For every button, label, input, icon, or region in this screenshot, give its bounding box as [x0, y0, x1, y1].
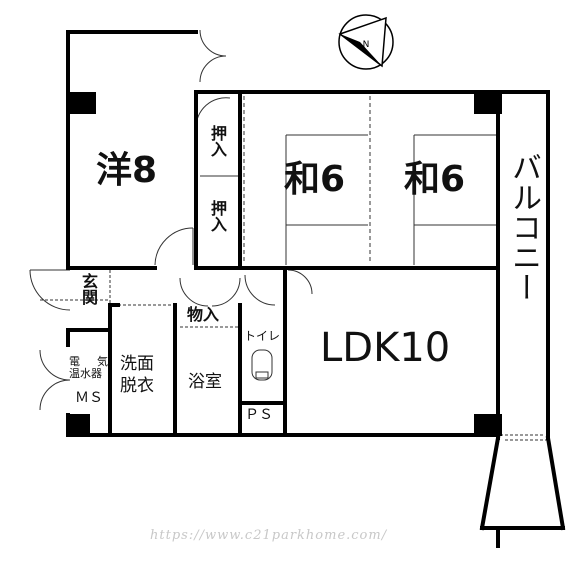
north-arrow-icon: N	[338, 14, 394, 70]
column	[68, 92, 96, 114]
door-swing	[195, 97, 231, 129]
door-swing	[154, 227, 194, 266]
closet-upper-label: 押入	[208, 125, 227, 157]
washroom-label-1: 洗面	[120, 354, 154, 374]
columns	[68, 92, 502, 436]
bathroom-label: 浴室	[188, 372, 222, 392]
toilet-tank	[255, 371, 269, 379]
toilet-fixture	[251, 349, 273, 381]
wall-west-room	[66, 30, 198, 270]
column	[474, 92, 502, 114]
japanese-room-2-label: 和6	[404, 159, 466, 200]
closet-lower-label: 押入	[208, 200, 227, 232]
door-swing	[39, 379, 71, 411]
washroom-label-2: 脱衣	[120, 376, 154, 396]
western-room-label: 洋8	[96, 150, 158, 191]
water-heater-label-2: 温水器	[69, 367, 102, 380]
entrance-label: 玄関	[79, 273, 98, 305]
door-swing	[244, 274, 276, 306]
wall-balcony-edge	[479, 435, 501, 531]
water-heater-label-1: 電	[69, 355, 80, 368]
door-swing	[211, 277, 241, 307]
door-swing	[199, 55, 227, 83]
door-swing	[199, 29, 227, 57]
door-swing	[287, 269, 313, 295]
wall-north	[194, 90, 550, 270]
door-swing	[39, 349, 71, 381]
toilet-label: トイレ	[244, 329, 281, 343]
door-swing	[179, 277, 209, 307]
water-heater-label-3: 気	[97, 355, 108, 368]
watermark-text: https://www.c21parkhome.com/	[150, 528, 388, 543]
wall-balcony-edge	[545, 435, 566, 531]
door-swing	[29, 269, 71, 311]
storage-label: 物入	[187, 305, 220, 324]
column	[474, 414, 502, 436]
compass-mark: N	[363, 40, 370, 50]
column	[68, 414, 90, 436]
japanese-room-1-label: 和6	[284, 159, 346, 200]
balcony-label: バルコニー	[506, 152, 541, 302]
ldk-label: LDK10	[320, 325, 451, 371]
pipe-space-label: ＰＳ	[245, 407, 273, 423]
walls	[66, 30, 566, 548]
meter-space-label: ＭＳ	[75, 390, 103, 406]
